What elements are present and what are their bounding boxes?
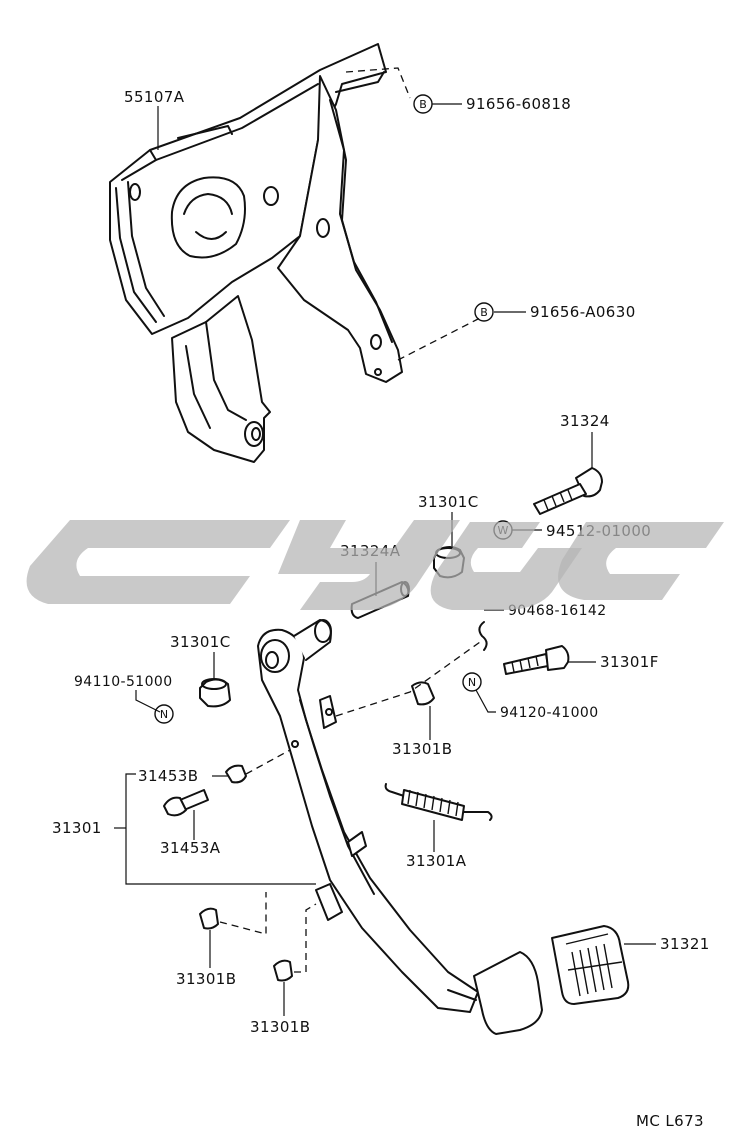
label-31324: 31324 [560,412,610,430]
watermark-logo [26,520,724,611]
bolt-31453a-drawing [163,789,209,817]
pedal-bolt-dashline [335,641,481,717]
leader-94110 [135,690,161,713]
symbol-b-lower: B [474,302,494,322]
label-31301c-upper: 31301C [418,493,479,511]
label-31301b-left: 31301B [176,970,236,988]
label-31301f: 31301F [600,653,659,671]
label-31301c-left: 31301C [170,633,231,651]
svg-text:B: B [419,98,427,111]
bracket-bolt-dashline-upper [345,67,411,99]
symbol-b-upper: B [413,94,433,114]
pedal-pad-cover-drawing [551,925,630,1005]
lower-left-dashline [219,892,267,935]
label-94110-51000: 94110-51000 [74,674,173,690]
label-31301: 31301 [52,819,102,837]
symbol-n-left: N [154,704,174,724]
bolt-31324-drawing [533,467,603,515]
svg-text:N: N [468,676,476,689]
spring-31301a-drawing [384,783,493,821]
label-31453b: 31453B [138,767,198,785]
bracket-bolt-dashline-lower [397,317,481,361]
nut-31453b-drawing [225,764,247,784]
label-31301b-mid: 31301B [392,740,452,758]
svg-text:N: N [160,708,168,721]
label-90468-16142: 90468-16142 [508,603,607,619]
label-94120-41000: 94120-41000 [500,705,599,721]
group-bracket-31301 [125,773,316,885]
bushing-31301b-left-drawing [199,907,219,930]
label-31301a: 31301A [406,852,467,870]
footer-code: MC L673 [636,1112,704,1130]
bolt-31301f-drawing [503,645,570,675]
svg-text:B: B [480,306,488,319]
leader-94120 [475,689,496,713]
pedal-bracket-drawing [109,43,403,463]
label-31321: 31321 [660,935,710,953]
label-55107a: 55107A [124,88,185,106]
label-31301b-bottom: 31301B [250,1018,310,1036]
brake-pedal-drawing [257,619,543,1035]
label-91656-60818: 91656-60818 [466,95,571,113]
bushing-31301b-mid-drawing [411,681,435,706]
lower-bottom-dashline [294,903,317,973]
label-31453a: 31453A [160,839,221,857]
clip-90468-drawing [478,621,488,651]
symbol-n-right: N [462,672,482,692]
nut-dashline [245,749,291,775]
label-91656-a0630: 91656-A0630 [530,303,636,321]
bushing-31301b-bottom-drawing [273,959,293,982]
bushing-31301c-left-drawing [199,678,231,708]
